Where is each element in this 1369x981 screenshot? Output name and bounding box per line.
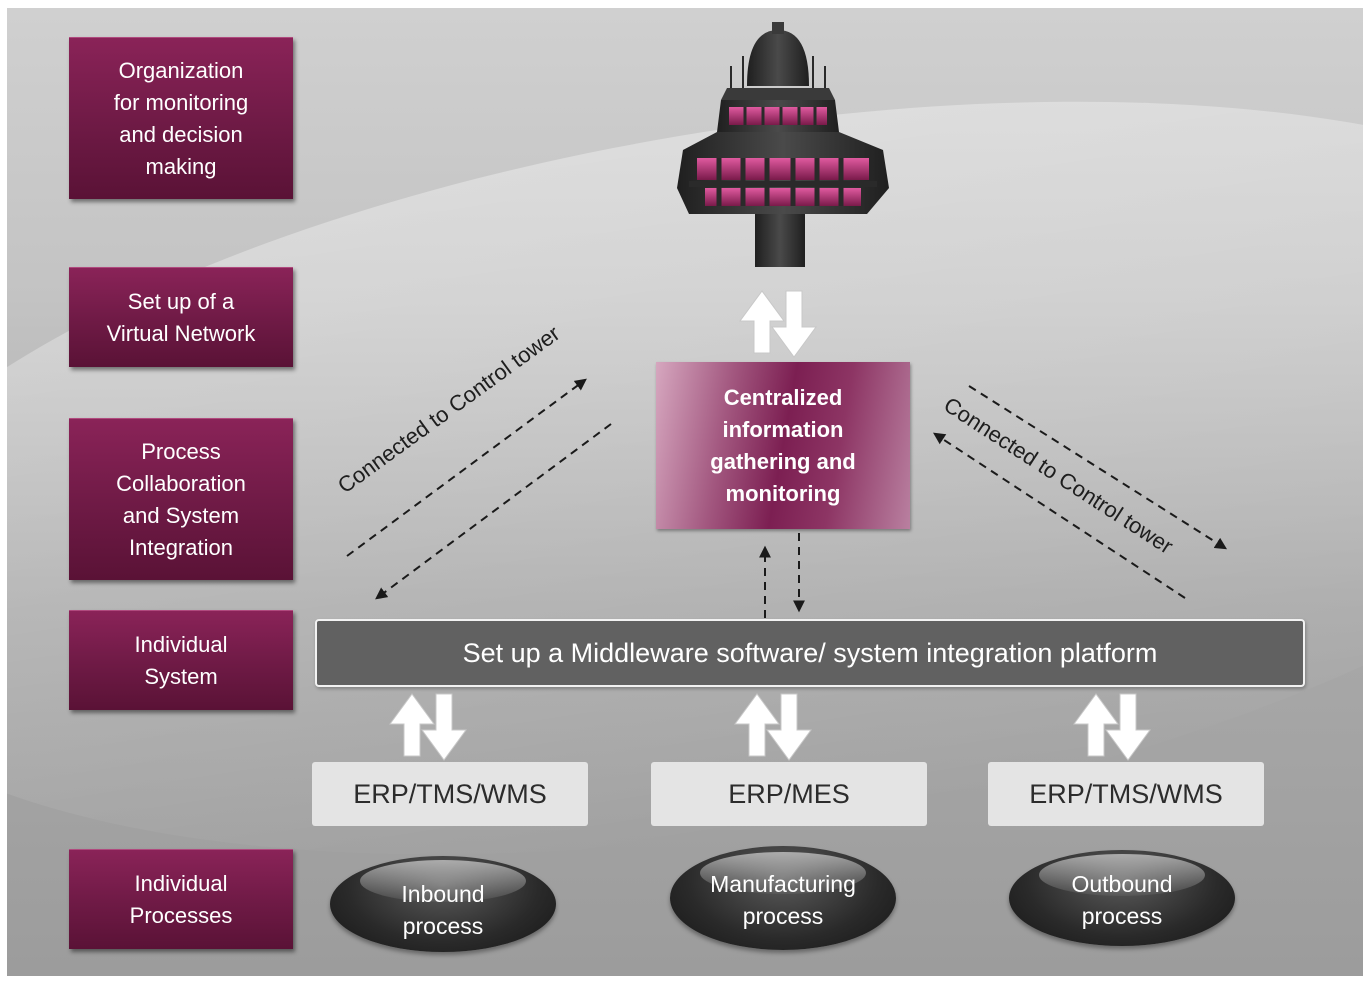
- centralized-monitoring-box: Centralized information gathering and mo…: [656, 362, 910, 529]
- process-outbound: Outbound process: [1009, 850, 1235, 946]
- centralized-monitoring-label: Centralized information gathering and mo…: [710, 384, 856, 506]
- system-box-inbound: ERP/TMS/WMS: [312, 762, 588, 826]
- layer-individual-system: Individual System: [69, 610, 293, 710]
- layer-virtual-network-label: Set up of a Virtual Network: [106, 288, 256, 346]
- layer-individual-processes: Individual Processes: [69, 849, 293, 949]
- connectors-layer: [346, 290, 1228, 761]
- system-box-manufacturing: ERP/MES: [651, 762, 927, 826]
- process-manufacturing-label: Manufacturing process: [710, 871, 856, 929]
- control-tower-icon: [677, 22, 889, 267]
- up-down-arrows-icon: [389, 693, 467, 761]
- layer-organization: Organization for monitoring and decision…: [69, 37, 293, 199]
- diagram-canvas: Organization for monitoring and decision…: [7, 8, 1363, 976]
- process-outbound-label: Outbound process: [1071, 871, 1173, 929]
- up-down-arrows-icon: [1073, 693, 1151, 761]
- process-inbound-label: Inbound process: [401, 881, 485, 939]
- middleware-platform-bar: Set up a Middleware software/ system int…: [315, 619, 1305, 687]
- layer-process-collaboration-label: Process Collaboration and System Integra…: [116, 438, 246, 560]
- up-down-arrows-icon: [734, 693, 812, 761]
- process-inbound: Inbound process: [330, 856, 556, 952]
- layer-individual-processes-label: Individual Processes: [129, 870, 233, 928]
- up-down-arrows-icon: [739, 290, 817, 358]
- layer-virtual-network: Set up of a Virtual Network: [69, 267, 293, 367]
- layer-process-collaboration: Process Collaboration and System Integra…: [69, 418, 293, 580]
- layer-organization-label: Organization for monitoring and decision…: [113, 57, 249, 179]
- layer-individual-system-label: Individual System: [134, 631, 228, 689]
- process-manufacturing: Manufacturing process: [670, 846, 896, 950]
- system-box-outbound: ERP/TMS/WMS: [988, 762, 1264, 826]
